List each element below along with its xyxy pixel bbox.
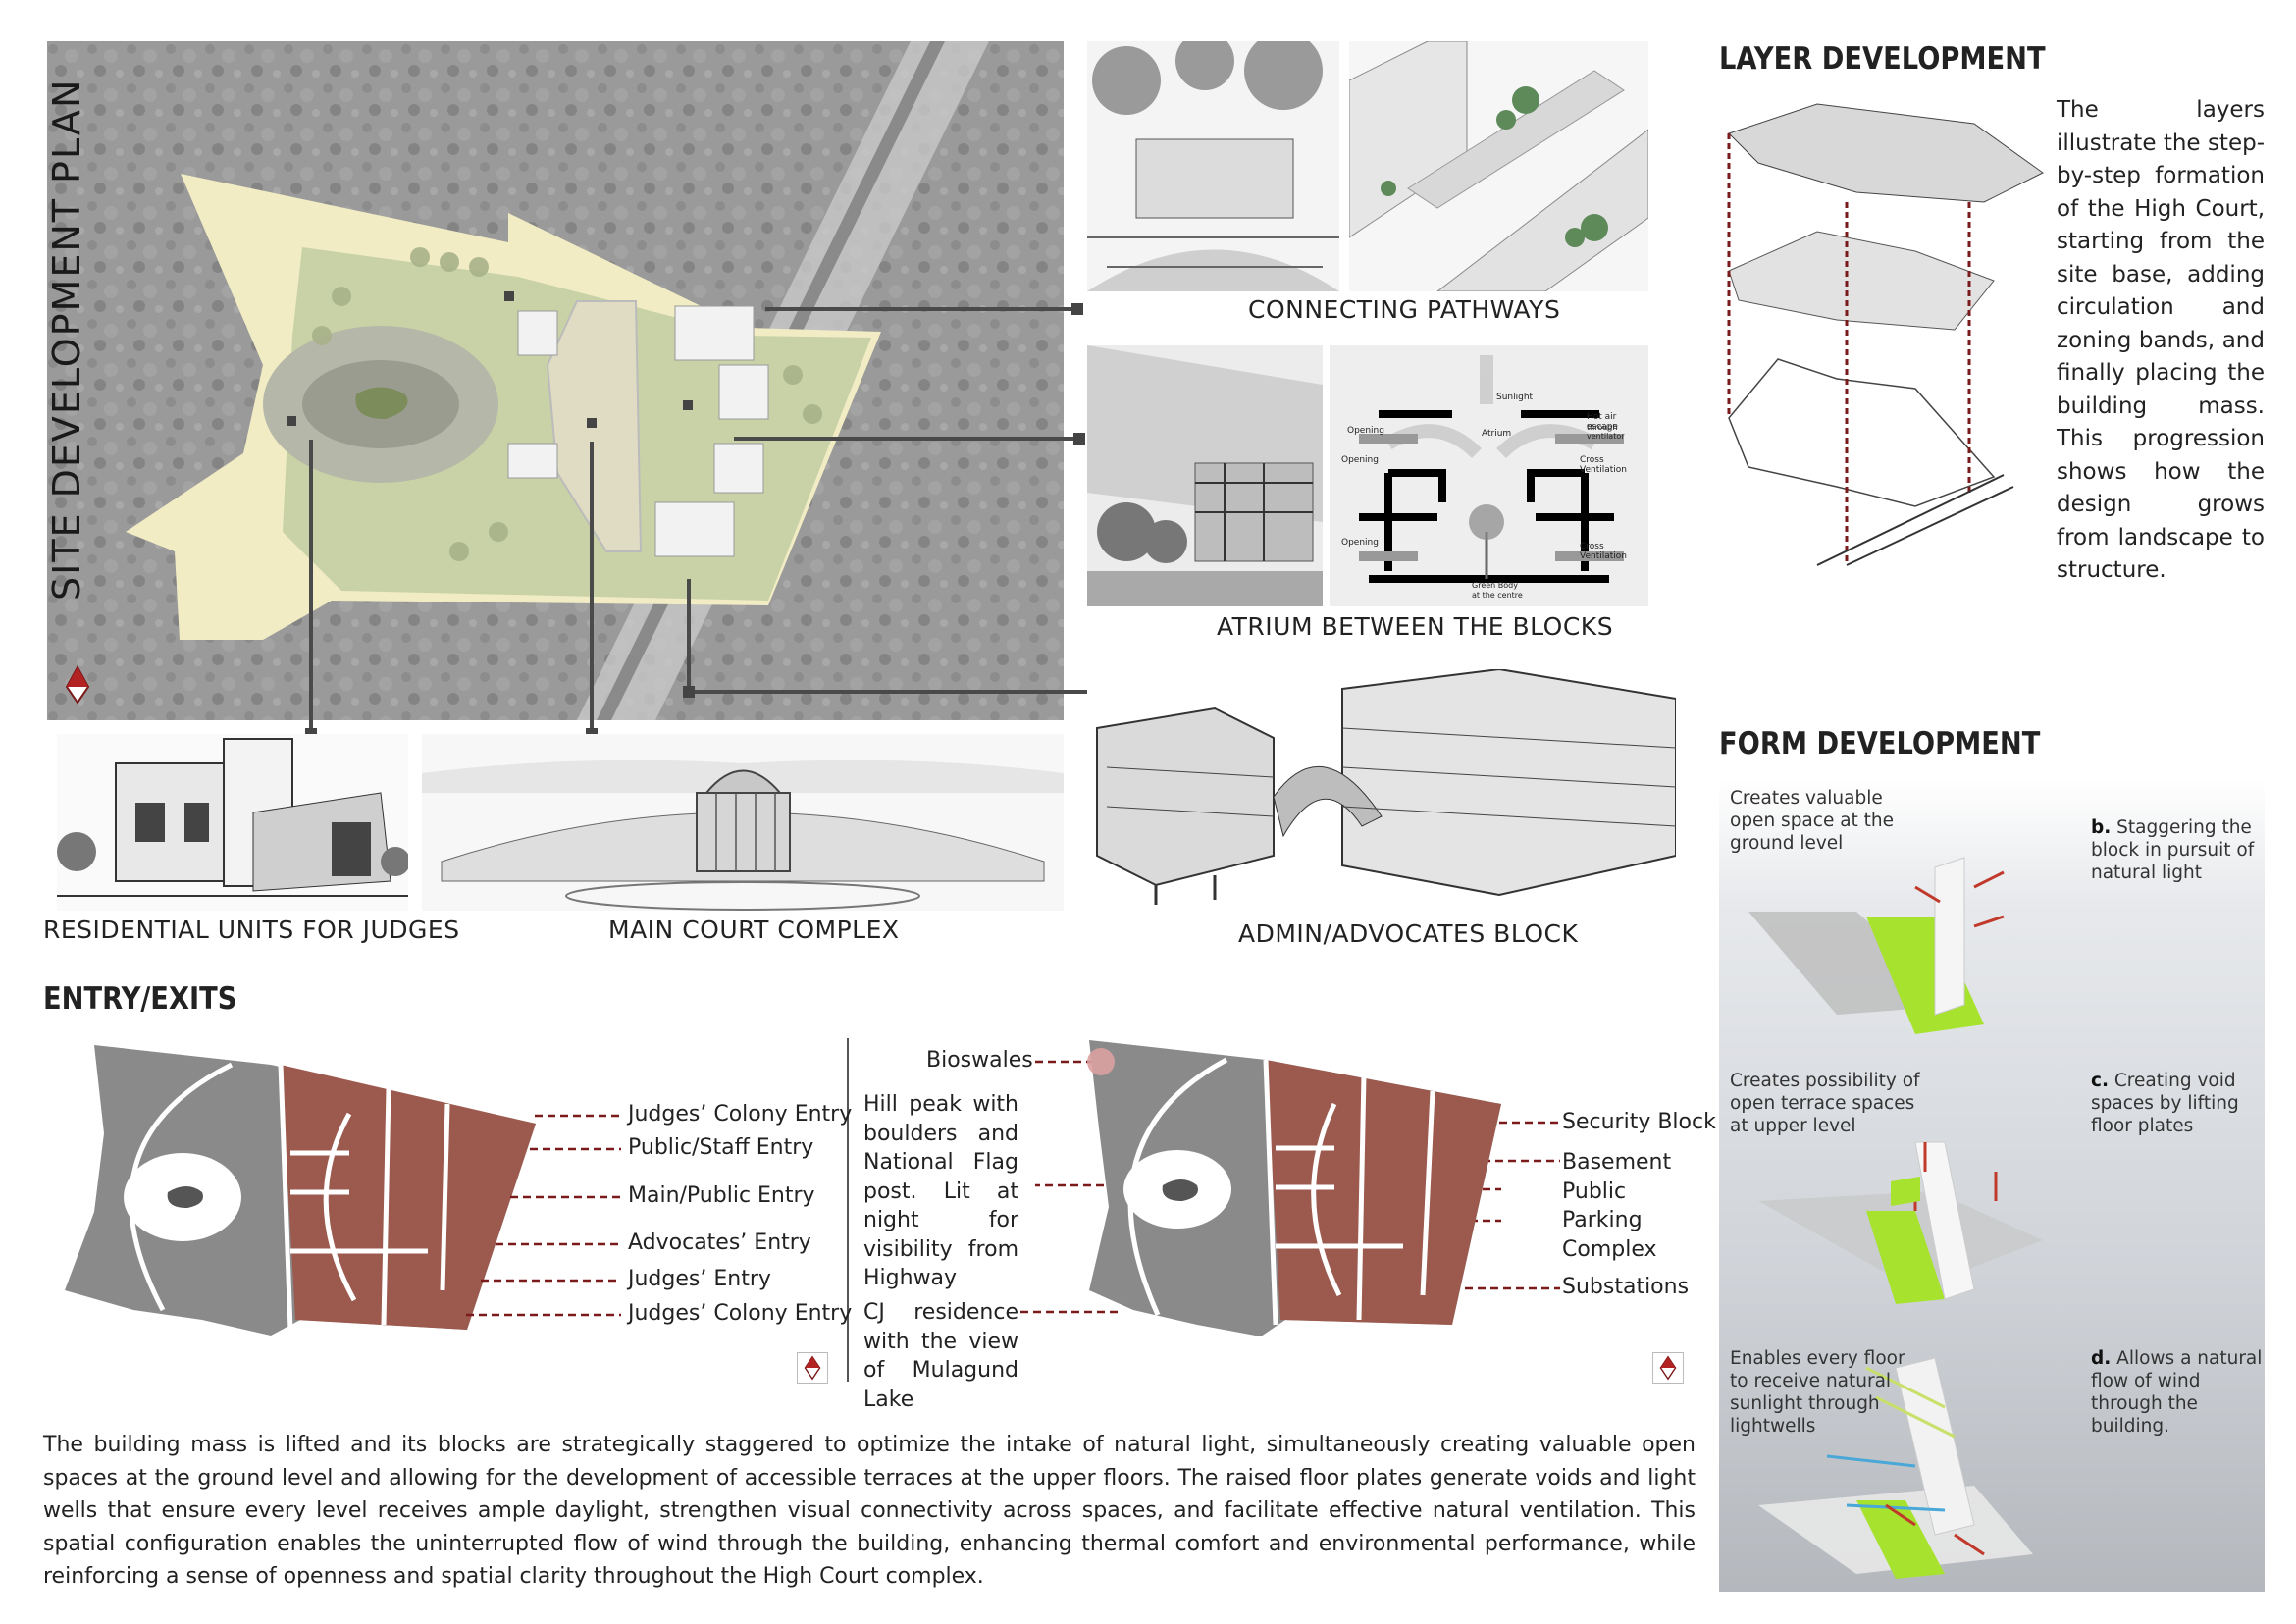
entry-label-6: Judges’ Colony Entry — [628, 1301, 853, 1326]
form-note-b: b. Staggering the block in pursuit of na… — [2091, 817, 2255, 883]
feature-bioswales: Bioswales — [926, 1048, 1033, 1073]
layer-development-heading: LAYER DEVELOPMENT — [1719, 41, 2046, 77]
atrium-label-at-centre: at the centre — [1472, 591, 1523, 600]
caption-main-court: MAIN COURT COMPLEX — [608, 916, 900, 944]
admin-block-sketch-image — [1087, 669, 1676, 905]
atrium-sketch-image — [1087, 345, 1323, 606]
form-note-c: c. Creating void spaces by lifting floor… — [2091, 1071, 2239, 1136]
caption-connecting-pathways: CONNECTING PATHWAYS — [1248, 295, 1561, 324]
form-development-panel — [1719, 779, 2265, 1592]
entry-exit-plan-left — [55, 1035, 540, 1336]
layer-development-text: The layers illustrate the step-by-step f… — [2057, 97, 2265, 583]
entry-label-5: Judges’ Entry — [628, 1267, 771, 1291]
design-description: The building mass is lifted and its bloc… — [43, 1433, 1696, 1589]
pathway-sketch-image — [1087, 41, 1339, 291]
entry-exits-heading: ENTRY/EXITS — [43, 981, 237, 1017]
entry-exit-plan-right — [1079, 1030, 1511, 1336]
north-arrow-icon-left — [797, 1352, 828, 1384]
atrium-label-opening-2: Opening — [1341, 455, 1379, 465]
layer-development-diagram — [1719, 94, 2048, 585]
atrium-label-hot-air: Hot air escape — [1587, 412, 1618, 432]
pathway-axonometric-image — [1349, 41, 1648, 291]
atrium-label-through-vent: through ventilator — [1587, 423, 1625, 441]
caption-admin: ADMIN/ADVOCATES BLOCK — [1238, 919, 1579, 948]
atrium-label-opening-1: Opening — [1347, 426, 1384, 436]
entry-label-2: Public/Staff Entry — [628, 1135, 814, 1160]
atrium-label-opening-3: Opening — [1341, 538, 1379, 548]
entry-label-4: Advocates’ Entry — [628, 1231, 811, 1255]
north-arrow-icon — [61, 663, 94, 707]
atrium-label-green-body: Green Body — [1472, 581, 1518, 590]
feature-cj: CJ residence with the view of Mulagund L… — [863, 1300, 1018, 1412]
north-arrow-icon-right — [1652, 1352, 1684, 1384]
form-note-d0: Enables every floor to receive natural s… — [1730, 1348, 1905, 1437]
atrium-ventilation-diagram: Sunlight Hot air escape through ventilat… — [1330, 345, 1648, 606]
form-development-heading: FORM DEVELOPMENT — [1719, 726, 2041, 761]
atrium-label-atrium: Atrium — [1482, 429, 1512, 439]
form-note-a: Creates valuable open space at the groun… — [1730, 788, 1895, 854]
form-note-d: d. Allows a natural flow of wind through… — [2091, 1348, 2263, 1437]
entry-label-3: Main/Public Entry — [628, 1183, 815, 1208]
atrium-label-cross-2: Cross Ventilation — [1580, 542, 1627, 561]
entry-label-1: Judges’ Colony Entry — [628, 1102, 853, 1126]
caption-atrium: ATRIUM BETWEEN THE BLOCKS — [1217, 612, 1614, 641]
main-court-sketch-image — [422, 734, 1064, 911]
residential-sketch-image — [57, 734, 408, 911]
caption-residential: RESIDENTIAL UNITS FOR JUDGES — [43, 916, 460, 944]
site-development-plan-map — [47, 41, 1064, 720]
feature-substations: Substations — [1562, 1275, 1690, 1299]
feature-hill: Hill peak with boulders and National Fla… — [863, 1092, 1018, 1290]
feature-security: Security Block — [1562, 1110, 1716, 1134]
form-note-c0: Creates possibility of open terrace spac… — [1730, 1071, 1920, 1136]
feature-parking: Basement Public Parking Complex — [1562, 1150, 1672, 1262]
atrium-label-sunlight: Sunlight — [1496, 393, 1534, 402]
atrium-label-cross-1: Cross Ventilation — [1580, 455, 1627, 475]
